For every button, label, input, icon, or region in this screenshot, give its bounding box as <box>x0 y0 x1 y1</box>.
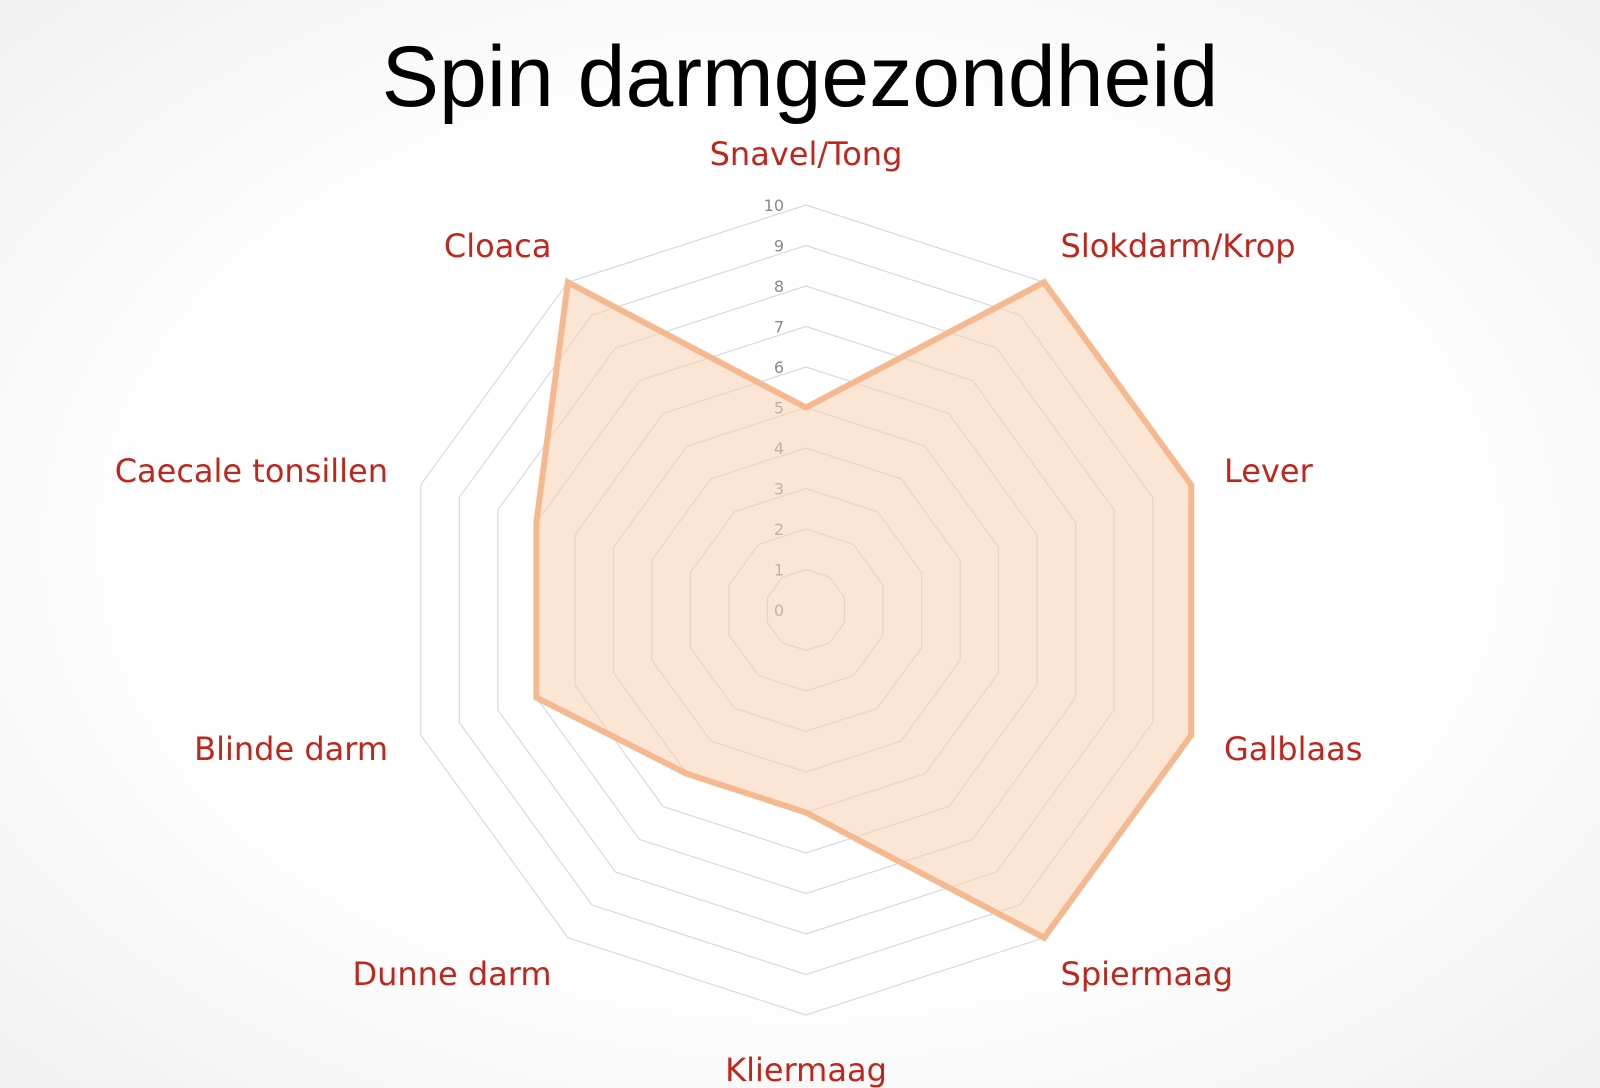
tick-label-9: 9 <box>774 237 784 256</box>
category-label-8: Caecale tonsillen <box>115 452 388 490</box>
data-point-9 <box>565 279 571 285</box>
chart-title: Spin darmgezondheid <box>381 29 1219 125</box>
data-point-6 <box>684 771 690 777</box>
category-label-7: Blinde darm <box>194 730 388 768</box>
category-label-6: Dunne darm <box>352 955 551 993</box>
data-point-3 <box>1188 732 1194 738</box>
tick-label-10: 10 <box>764 196 784 215</box>
category-label-3: Galblaas <box>1224 730 1362 768</box>
series-layer <box>533 277 1195 942</box>
data-point-8 <box>533 519 539 525</box>
tick-label-8: 8 <box>774 277 784 296</box>
data-point-4 <box>1041 935 1047 941</box>
series-area-0 <box>533 277 1195 942</box>
data-point-5 <box>803 810 809 815</box>
category-label-2: Lever <box>1224 452 1314 490</box>
category-label-9: Cloaca <box>444 227 552 265</box>
category-label-0: Snavel/Tong <box>710 135 903 173</box>
tick-label-6: 6 <box>774 358 784 377</box>
data-point-2 <box>1188 482 1194 488</box>
category-label-1: Slokdarm/Krop <box>1061 227 1296 265</box>
data-point-0 <box>803 405 809 410</box>
category-label-5: Kliermaag <box>725 1051 887 1088</box>
category-label-4: Spiermaag <box>1061 955 1234 993</box>
data-point-7 <box>533 695 539 701</box>
category-labels: Snavel/TongSlokdarm/KropLeverGalblaasSpi… <box>115 135 1363 1088</box>
tick-label-7: 7 <box>774 318 784 337</box>
data-point-1 <box>1041 279 1047 285</box>
